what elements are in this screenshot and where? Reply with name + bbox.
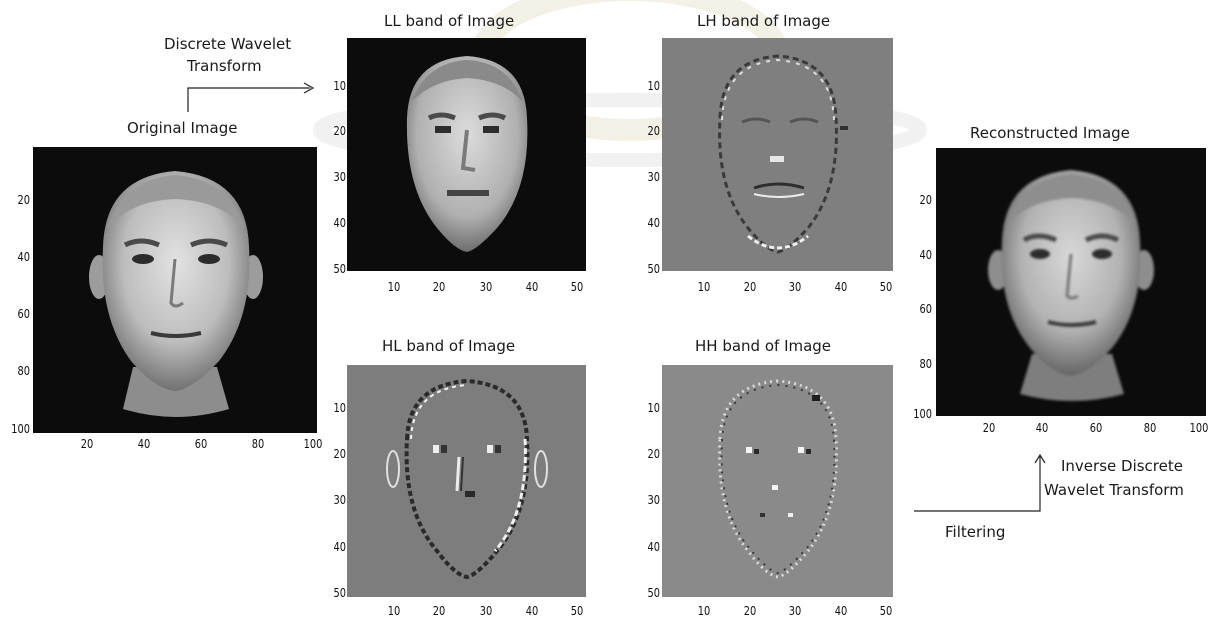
reconstructed-x-tick-5: 100 bbox=[1187, 421, 1212, 435]
hl-x-tick-1: 10 bbox=[382, 604, 407, 618]
hh-y-tick-1: 10 bbox=[635, 401, 660, 415]
lh-band-panel bbox=[662, 38, 893, 271]
hh-band-panel bbox=[662, 365, 893, 597]
hl-band-title: HL band of Image bbox=[382, 337, 515, 355]
reconstructed-face-image bbox=[936, 148, 1206, 416]
lh-x-tick-3: 30 bbox=[783, 280, 808, 294]
lh-x-tick-2: 20 bbox=[738, 280, 763, 294]
original-image-title: Original Image bbox=[127, 119, 237, 137]
hl-y-tick-5: 50 bbox=[321, 586, 346, 600]
hh-x-tick-5: 50 bbox=[874, 604, 899, 618]
original-y-tick-4: 80 bbox=[5, 364, 30, 378]
ll-x-tick-3: 30 bbox=[474, 280, 499, 294]
original-y-tick-3: 60 bbox=[5, 307, 30, 321]
lh-band-title: LH band of Image bbox=[697, 12, 830, 30]
reconstructed-x-tick-2: 40 bbox=[1030, 421, 1055, 435]
original-y-tick-2: 40 bbox=[5, 250, 30, 264]
hl-x-tick-4: 40 bbox=[520, 604, 545, 618]
idwt-label-line1: Inverse Discrete bbox=[1061, 456, 1183, 477]
dwt-label-line2: Transform bbox=[187, 56, 262, 77]
lh-y-tick-5: 50 bbox=[635, 262, 660, 276]
lh-y-tick-4: 40 bbox=[635, 216, 660, 230]
ll-y-tick-1: 10 bbox=[321, 79, 346, 93]
face-image bbox=[33, 147, 317, 433]
hh-x-tick-4: 40 bbox=[829, 604, 854, 618]
reconstructed-y-tick-4: 80 bbox=[907, 357, 932, 371]
ll-y-tick-5: 50 bbox=[321, 262, 346, 276]
hl-y-tick-4: 40 bbox=[321, 540, 346, 554]
original-x-tick-3: 60 bbox=[189, 437, 214, 451]
hl-x-tick-3: 30 bbox=[474, 604, 499, 618]
hh-x-tick-2: 20 bbox=[738, 604, 763, 618]
hl-y-tick-2: 20 bbox=[321, 447, 346, 461]
ll-band-panel bbox=[347, 38, 586, 271]
ll-band-title: LL band of Image bbox=[384, 12, 514, 30]
reconstructed-y-tick-5: 100 bbox=[907, 407, 932, 421]
ll-y-tick-3: 30 bbox=[321, 170, 346, 184]
lh-x-tick-5: 50 bbox=[874, 280, 899, 294]
filtering-label: Filtering bbox=[945, 522, 1005, 543]
hh-x-tick-1: 10 bbox=[692, 604, 717, 618]
hl-x-tick-2: 20 bbox=[427, 604, 452, 618]
dwt-label-line1: Discrete Wavelet bbox=[164, 34, 291, 55]
original-y-tick-1: 20 bbox=[5, 193, 30, 207]
ll-y-tick-4: 40 bbox=[321, 216, 346, 230]
reconstructed-x-tick-4: 80 bbox=[1138, 421, 1163, 435]
ll-x-tick-2: 20 bbox=[427, 280, 452, 294]
hl-band-panel bbox=[347, 365, 586, 597]
original-image-panel bbox=[33, 147, 317, 433]
ll-band-image bbox=[347, 38, 586, 271]
lh-x-tick-4: 40 bbox=[829, 280, 854, 294]
reconstructed-y-tick-2: 40 bbox=[907, 248, 932, 262]
hl-y-tick-3: 30 bbox=[321, 493, 346, 507]
lh-band-image bbox=[662, 38, 893, 271]
reconstructed-y-tick-1: 20 bbox=[907, 193, 932, 207]
original-x-tick-1: 20 bbox=[75, 437, 100, 451]
original-x-tick-2: 40 bbox=[132, 437, 157, 451]
ll-x-tick-4: 40 bbox=[520, 280, 545, 294]
reconstructed-image-title: Reconstructed Image bbox=[970, 124, 1130, 142]
idwt-arrow bbox=[912, 452, 1052, 516]
ll-x-tick-1: 10 bbox=[382, 280, 407, 294]
hh-y-tick-3: 30 bbox=[635, 493, 660, 507]
dwt-arrow bbox=[182, 80, 322, 120]
hh-x-tick-3: 30 bbox=[783, 604, 808, 618]
lh-x-tick-1: 10 bbox=[692, 280, 717, 294]
lh-y-tick-2: 20 bbox=[635, 124, 660, 138]
hl-band-image bbox=[347, 365, 586, 597]
original-y-tick-5: 100 bbox=[5, 422, 30, 436]
hh-y-tick-2: 20 bbox=[635, 447, 660, 461]
ll-y-tick-2: 20 bbox=[321, 124, 346, 138]
reconstructed-y-tick-3: 60 bbox=[907, 302, 932, 316]
idwt-label-line2: Wavelet Transform bbox=[1044, 480, 1184, 501]
original-x-tick-4: 80 bbox=[246, 437, 271, 451]
hh-band-image bbox=[662, 365, 893, 597]
ll-x-tick-5: 50 bbox=[565, 280, 590, 294]
hl-x-tick-5: 50 bbox=[565, 604, 590, 618]
hh-band-title: HH band of Image bbox=[695, 337, 831, 355]
reconstructed-x-tick-3: 60 bbox=[1084, 421, 1109, 435]
reconstructed-image-panel bbox=[936, 148, 1206, 416]
hh-y-tick-4: 40 bbox=[635, 540, 660, 554]
reconstructed-x-tick-1: 20 bbox=[977, 421, 1002, 435]
lh-y-tick-1: 10 bbox=[635, 79, 660, 93]
hl-y-tick-1: 10 bbox=[321, 401, 346, 415]
lh-y-tick-3: 30 bbox=[635, 170, 660, 184]
hh-y-tick-5: 50 bbox=[635, 586, 660, 600]
